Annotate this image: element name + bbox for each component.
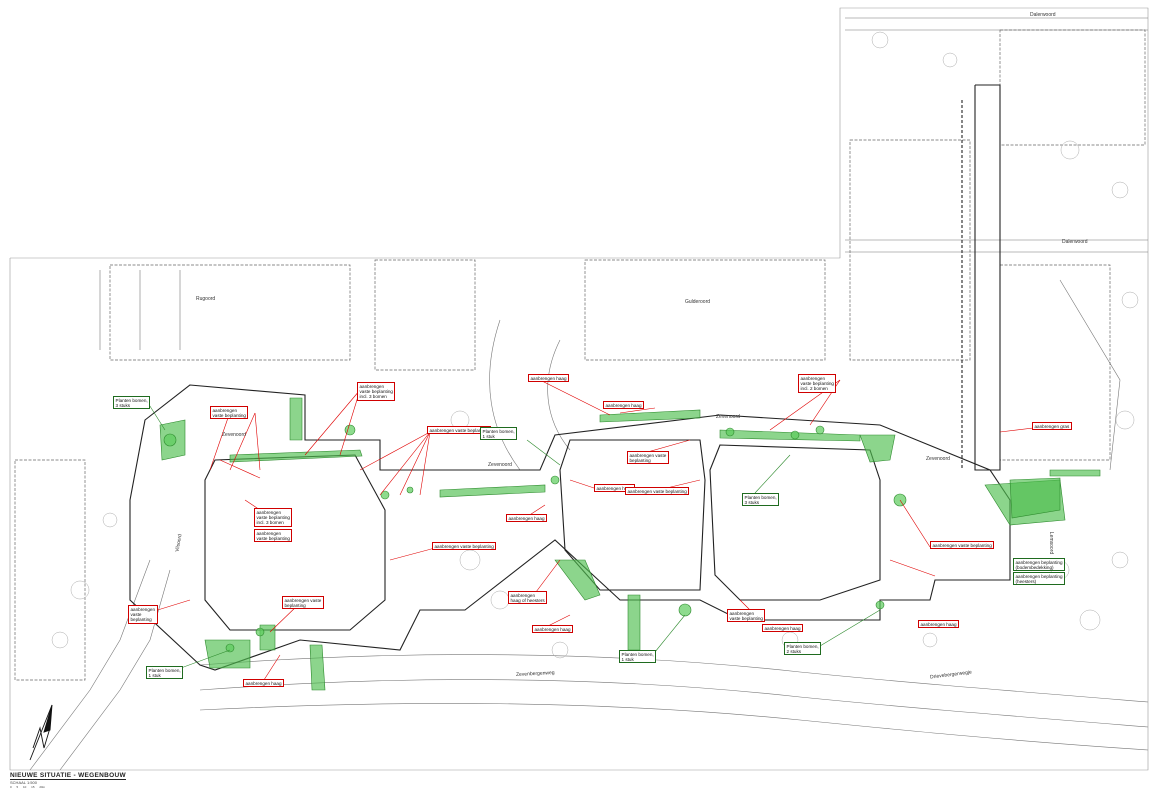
background-linework [9, 7, 1149, 771]
callout-label-red: aanbrengen haag [918, 620, 960, 629]
callout-label-red: aanbrengen vaste beplanting [625, 487, 690, 496]
callout-label-green: Planten bomen, 1 stuk [619, 650, 657, 664]
callout-label-red: aanbrengen haag of heesters [508, 591, 548, 605]
street-label: Gulderoord [685, 299, 711, 305]
north-arrow-icon [29, 704, 53, 761]
green-planting-areas [159, 397, 1101, 691]
project-outline [129, 84, 1011, 671]
drawing-scale: SCHAAL 1:500 [10, 780, 37, 785]
callout-label-green: aanbrengen beplanting (heesters) [1013, 572, 1066, 586]
callout-label-red: aanbrengen vaste beplanting incl. 2 bome… [798, 374, 837, 393]
street-label: Zevenoord [222, 432, 246, 438]
callout-label-red: aanbrengen haag [506, 514, 548, 523]
callout-label-red: aanbrengen gras [1032, 422, 1072, 431]
street-label: Dalerwoord [1062, 239, 1088, 245]
callout-label-green: Planten bomen, 3 stuks [113, 396, 151, 410]
callout-label-red: aanbrengen vaste beplanting [432, 542, 497, 551]
callout-label-green: aanbrengen beplanting (bodembedekking) [1013, 558, 1066, 572]
callout-label-red: aanbrengen vaste beplanting [930, 541, 995, 550]
title-block: NIEUWE SITUATIE - WEGENBOUW SCHAAL 1:500… [10, 772, 126, 789]
street-label: Zevenoord [716, 414, 740, 420]
street-label: Dalerwoord [1030, 12, 1056, 18]
callout-label-red: aanbrengen vaste beplanting [627, 451, 669, 465]
street-label: Zevenoord [926, 456, 950, 462]
street-label: Rugoord [196, 296, 216, 302]
callout-label-green: Planten bomen, 1 stuk [480, 427, 518, 441]
callout-label-red: aanbrengen vaste beplanting [128, 605, 158, 624]
callout-label-red: aanbrengen vaste beplanting [282, 596, 324, 610]
callout-label-green: Planten bomen, 1 stuk [146, 666, 184, 680]
callout-label-red: aanbrengen vaste beplanting [210, 406, 249, 420]
scale-bar: 0 5 10 15 20m [10, 785, 46, 789]
street-label: Lemsoord [1048, 531, 1055, 555]
callout-label-red: aanbrengen haag [243, 679, 285, 688]
callout-label-red: aanbrengen haag [762, 624, 804, 633]
callout-label-red: aanbrengen haag [532, 625, 574, 634]
callout-label-green: Planten bomen, 3 stuks [742, 493, 780, 507]
building-blocks [14, 29, 1146, 681]
callout-label-green: Planten bomen, 2 stuks [784, 642, 822, 656]
callout-label-red: aanbrengen haag [603, 401, 645, 410]
callout-label-red: aanbrengen haag [528, 374, 570, 383]
callout-label-red: aanbrengen vaste beplanting [727, 609, 766, 623]
callout-label-red: aanbrengen vaste beplanting incl. 3 bome… [357, 382, 396, 401]
callout-label-red: aanbrengen vaste beplanting [254, 529, 293, 543]
street-label: Zevenoord [488, 462, 512, 468]
drawing-title: NIEUWE SITUATIE - WEGENBOUW [10, 772, 126, 780]
callout-label-red: aanbrengen vaste beplanting incl. 3 bome… [254, 508, 293, 527]
